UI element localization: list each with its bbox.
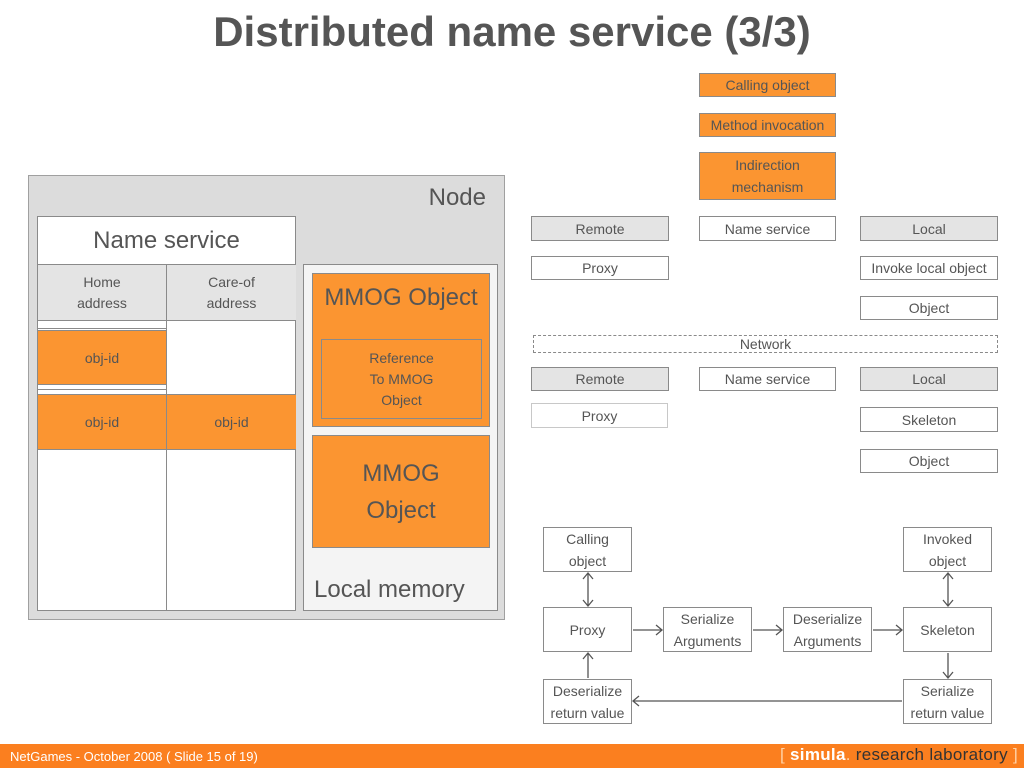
reference-line-2: To MMOG — [369, 370, 434, 387]
row-line — [38, 389, 166, 390]
mmog-object-line-2: Object — [366, 496, 436, 524]
flow-skeleton: Skeleton — [903, 607, 992, 652]
obj-id-cell-home-2: obj-id — [38, 394, 166, 450]
name-service-box-bottom: Name service — [699, 367, 836, 391]
logo-dot: . — [845, 745, 851, 764]
obj-id-cell-home-1: obj-id — [38, 330, 166, 385]
home-address-line2: address — [77, 294, 127, 311]
node-panel: Node Name service Home address Care-of add… — [28, 175, 505, 620]
proxy-box-top: Proxy — [531, 256, 669, 280]
flow-deserialize-arguments-line2: Arguments — [793, 632, 862, 649]
mmog-object-title: MMOG Object — [324, 284, 478, 311]
remote-box-bottom: Remote — [531, 367, 669, 391]
arrow-head — [582, 599, 594, 608]
mmog-object-with-reference: MMOG Object Reference To MMOG Object — [312, 273, 490, 427]
care-of-address-header: Care-of address — [167, 265, 296, 321]
remote-box-top: Remote — [531, 216, 669, 241]
mmog-object-line-1: MMOG — [362, 459, 440, 487]
flow-serialize-arguments-line2: Arguments — [673, 632, 742, 649]
flow-serialize-arguments: Serialize Arguments — [663, 607, 752, 652]
arrow-head — [942, 599, 954, 608]
name-service-box-top: Name service — [699, 216, 836, 241]
arrow-head — [775, 624, 784, 636]
flow-deserialize-arguments: Deserialize Arguments — [783, 607, 872, 652]
indirection-line-2: mechanism — [731, 179, 804, 195]
home-address-header: Home address — [38, 265, 166, 321]
method-invocation-box: Method invocation — [699, 113, 836, 137]
care-of-address-line1: Care-of — [208, 273, 255, 290]
arrow-head — [631, 695, 640, 707]
flow-proxy: Proxy — [543, 607, 632, 652]
flow-serialize-return-line2: return value — [910, 704, 985, 721]
network-band: Network — [533, 335, 998, 353]
logo-research-laboratory: research laboratory — [855, 745, 1008, 764]
logo-bracket-close: ] — [1012, 745, 1018, 764]
flow-invoked-object: Invoked object — [903, 527, 992, 572]
arrow-head — [942, 571, 954, 580]
slide-title: Distributed name service (3/3) — [213, 8, 811, 55]
logo-bracket-open: [ — [779, 745, 786, 764]
name-service-title: Name service — [38, 217, 295, 265]
reference-line-3: Object — [381, 391, 422, 408]
local-memory-panel: MMOG Object Reference To MMOG Object MMO… — [303, 264, 498, 611]
local-box-bottom: Local — [860, 367, 998, 391]
flow-deserialize-return-line1: Deserialize — [552, 682, 623, 699]
indirection-line-1: Indirection — [735, 157, 800, 173]
care-of-address-line2: address — [206, 294, 257, 311]
flow-deserialize-arguments-line1: Deserialize — [792, 610, 863, 627]
reference-line-1: Reference — [369, 349, 434, 366]
arrow-head — [582, 571, 594, 580]
reference-box: Reference To MMOG Object — [321, 339, 482, 419]
row-line — [38, 328, 166, 329]
calling-object-box: Calling object — [699, 73, 836, 97]
invoke-local-object-box: Invoke local object — [860, 256, 998, 280]
mmog-object-box: MMOG Object — [312, 435, 490, 548]
local-box-top: Local — [860, 216, 998, 241]
footer-text: NetGames - October 2008 ( Slide 15 of 19… — [10, 749, 258, 764]
flow-invoked-object-line2: object — [928, 552, 967, 569]
proxy-box-bottom: Proxy — [531, 403, 668, 428]
flow-calling-object-line2: object — [568, 552, 607, 569]
footer-bar: NetGames - October 2008 ( Slide 15 of 19… — [0, 744, 1024, 768]
node-label: Node — [428, 184, 486, 211]
arrow-head — [655, 624, 664, 636]
flow-serialize-arguments-line1: Serialize — [680, 610, 735, 627]
simula-logo: [ simula. research laboratory ] — [780, 745, 1018, 765]
column-divider — [166, 265, 167, 610]
arrow-head — [582, 651, 594, 660]
flow-invoked-object-line1: Invoked — [922, 530, 973, 547]
flow-serialize-return-line1: Serialize — [920, 682, 975, 699]
local-memory-label: Local memory — [314, 576, 465, 603]
object-box-top: Object — [860, 296, 998, 320]
home-address-line1: Home — [83, 273, 121, 290]
flow-deserialize-return-line2: return value — [550, 704, 625, 721]
logo-simula: simula — [790, 745, 846, 764]
flow-calling-object: Calling object — [543, 527, 632, 572]
flow-calling-object-line1: Calling — [566, 530, 609, 547]
indirection-mechanism-box: Indirection mechanism — [699, 152, 836, 200]
arrow-head — [895, 624, 904, 636]
obj-id-cell-care-2: obj-id — [167, 394, 296, 450]
skeleton-box-bottom: Skeleton — [860, 407, 998, 432]
object-box-bottom: Object — [860, 449, 998, 473]
arrow-head — [942, 671, 954, 680]
flow-serialize-return: Serialize return value — [903, 679, 992, 724]
flow-deserialize-return: Deserialize return value — [543, 679, 632, 724]
